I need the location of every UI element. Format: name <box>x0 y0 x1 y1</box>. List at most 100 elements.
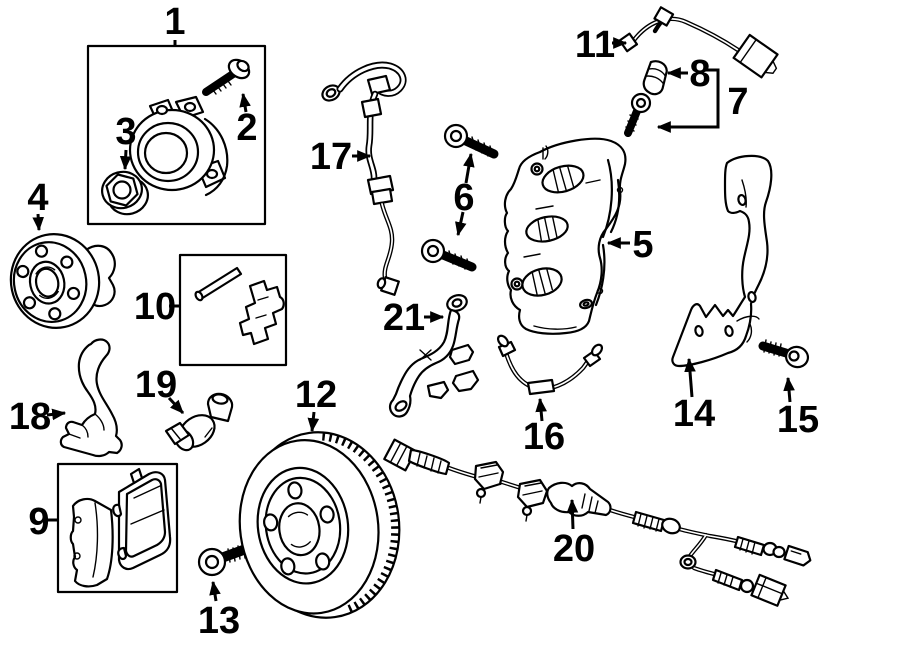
callout-18[interactable]: 18 <box>9 396 51 438</box>
harness-coil-3 <box>711 568 744 592</box>
callout-2-arrow <box>239 92 251 113</box>
harness-clip-1-detail <box>478 464 499 478</box>
bolt-6a-threads <box>471 136 494 158</box>
harness-coil-1-ribs <box>637 513 660 532</box>
callout-15[interactable]: 15 <box>777 399 819 441</box>
callout-8[interactable]: 8 <box>689 53 710 95</box>
harness-grommet-ribs <box>581 493 599 514</box>
part-18-bracket <box>59 338 123 458</box>
bracket-21-tab-2 <box>451 369 480 393</box>
part-17-brake-hose <box>321 61 407 296</box>
wire-16-left-tip <box>496 334 510 348</box>
harness-coil-2-ribs <box>739 538 756 555</box>
wire-16-sleeve <box>526 378 556 396</box>
callout-5[interactable]: 5 <box>632 224 653 266</box>
callout-6-arrow-down <box>455 211 467 237</box>
carrier-ear-hole-2 <box>183 101 197 113</box>
pad-inner-hole-2 <box>73 552 81 560</box>
rotor-lug-hole <box>280 557 296 576</box>
callout-11[interactable]: 11 <box>575 24 615 66</box>
callout-19[interactable]: 19 <box>135 364 177 406</box>
callout-16[interactable]: 16 <box>523 416 565 458</box>
callout-14[interactable]: 14 <box>673 393 715 435</box>
part-16-wear-sensor <box>496 334 604 396</box>
wire-11-inner <box>633 18 739 51</box>
pad-inner-edge <box>92 502 99 578</box>
hub-nut-3 <box>101 170 149 216</box>
bolt-15-threads <box>763 339 782 357</box>
caliper-drain-hole-inner <box>582 301 590 307</box>
callout-13[interactable]: 13 <box>198 600 240 642</box>
bolt-2 <box>202 58 251 96</box>
hub-lug-hole <box>60 255 74 269</box>
part-15-shield-bolt <box>758 339 810 369</box>
callout-21[interactable]: 21 <box>383 297 425 339</box>
carrier-flange <box>203 117 229 197</box>
part-9-brake-pad-kit <box>56 462 179 594</box>
callout-6[interactable]: 6 <box>453 177 474 219</box>
hub-spline-detail <box>35 266 59 299</box>
rotor-lug-hole <box>263 513 279 532</box>
callout-12[interactable]: 12 <box>295 374 337 416</box>
caliper-top-notch <box>542 145 549 160</box>
callout-4[interactable]: 4 <box>27 177 48 219</box>
harness-left-connector <box>383 438 417 472</box>
part-20-abs-harness <box>383 438 812 607</box>
part-5-brake-caliper <box>503 137 627 335</box>
rotor-lug-hole <box>319 505 335 524</box>
rotor-vane-band <box>322 432 400 614</box>
callout-7[interactable]: 7 <box>727 81 748 123</box>
harness-coil-1 <box>631 510 666 533</box>
callout-3[interactable]: 3 <box>115 111 136 153</box>
guide-pin-end <box>194 290 204 302</box>
hose-sleeve <box>360 97 383 119</box>
harness-bulb-2 <box>772 545 786 559</box>
part-6-caliper-bolts <box>420 123 499 272</box>
harness-left-connector-ribs <box>389 442 408 467</box>
harness-boot-1 <box>407 448 451 476</box>
harness-bulb-3 <box>739 578 755 594</box>
hose-hex-fitting-2 <box>370 187 394 206</box>
carrier-ear-hole-1 <box>155 104 169 116</box>
harness-clip-1-screw-tip <box>479 496 482 504</box>
callout-9[interactable]: 9 <box>28 501 49 543</box>
callout-labels: 1 2 3 4 5 6 7 8 9 10 11 12 13 14 15 16 1… <box>9 1 819 642</box>
callout-1[interactable]: 1 <box>164 1 185 43</box>
shield-hole-3 <box>724 324 734 338</box>
harness-spade-terminal <box>783 544 812 567</box>
caliper-bolt-hole-top-inner <box>533 165 541 173</box>
callout-3-arrow <box>119 149 132 171</box>
callout-10[interactable]: 10 <box>134 286 176 328</box>
callout-7-bracket-arrow <box>656 68 720 133</box>
caliper-bolt-hole-bottom-inner <box>513 280 521 288</box>
bracket-21-fold-mark <box>419 349 432 361</box>
bleeder-hex-inner <box>635 97 647 109</box>
callout-6-arrow-up <box>463 152 475 184</box>
callout-16-arrow <box>535 397 547 422</box>
callout-2[interactable]: 2 <box>236 107 257 149</box>
callout-20[interactable]: 20 <box>553 528 595 570</box>
carrier-bore <box>143 131 189 175</box>
wire-16-right-tip <box>590 343 604 357</box>
bracket-21-tab-3 <box>426 380 450 400</box>
bolt-13-socket <box>204 554 220 570</box>
cap-ribs <box>645 68 666 85</box>
harness-ring-hole <box>683 557 693 567</box>
pad-inner <box>69 497 114 588</box>
part-19-abs-sensor <box>164 392 234 452</box>
harness-clip-2-screw-tip <box>525 514 528 522</box>
bolt-2-head-top <box>236 59 250 73</box>
harness-block-connector-detail <box>755 576 790 601</box>
bolt-6a-socket <box>449 129 463 143</box>
wire-11-main-connector <box>732 33 779 79</box>
caliper-window-1-ribs <box>552 165 575 193</box>
caliper-window-3-ribs <box>531 268 554 296</box>
harness-spade-slot <box>790 550 802 555</box>
callout-4-arrow <box>32 213 45 232</box>
bolt-2-threads <box>209 76 232 95</box>
sensor-detail <box>170 427 213 440</box>
callout-17[interactable]: 17 <box>310 136 352 178</box>
pad-outer-ridges <box>130 485 165 525</box>
